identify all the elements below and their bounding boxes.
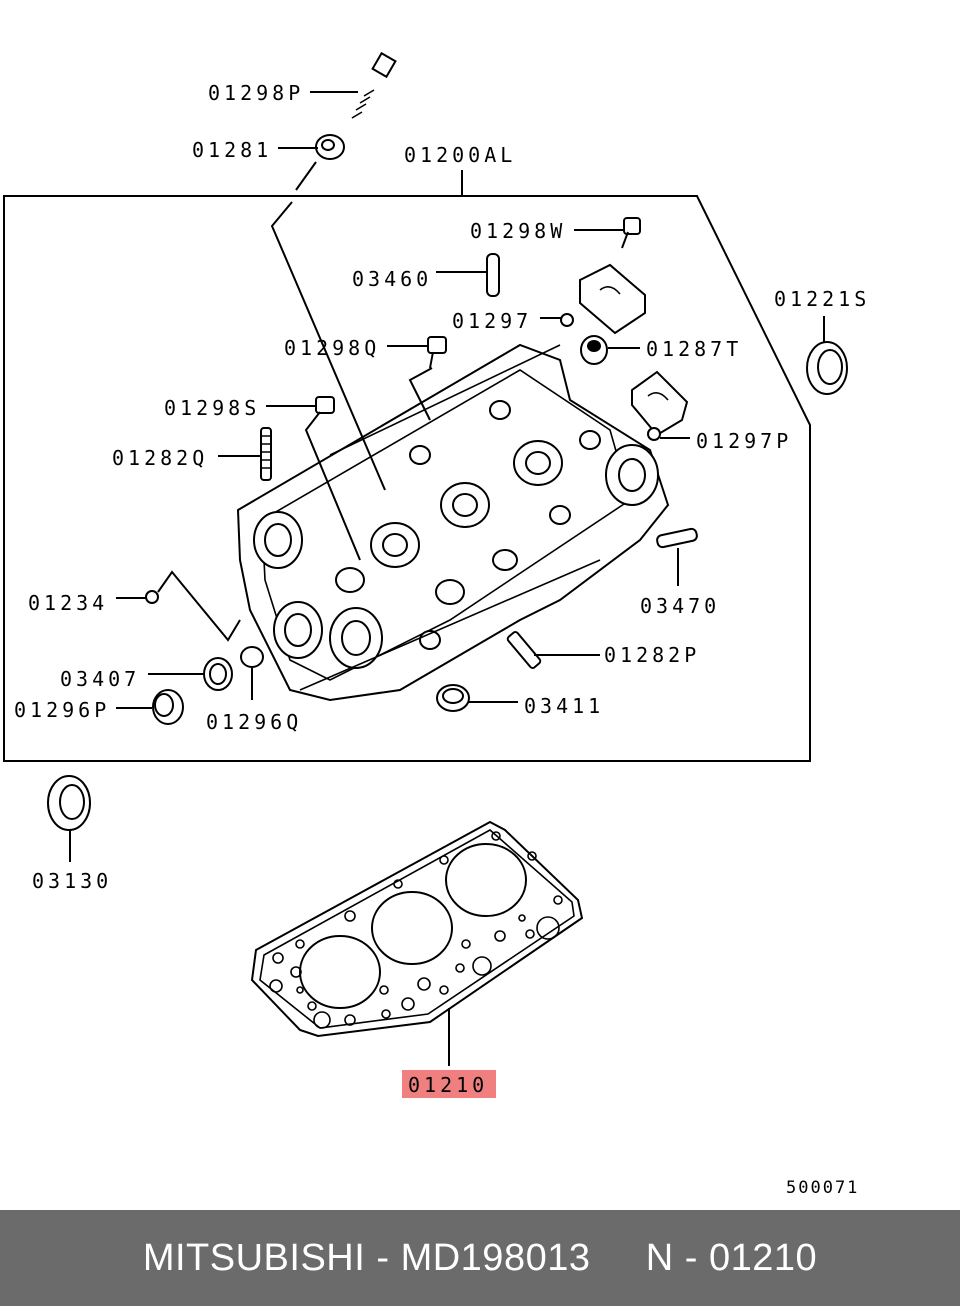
cap-01296Q xyxy=(240,646,264,668)
highlight-box xyxy=(402,1070,496,1098)
bolt-01298W xyxy=(621,217,641,249)
bearing-cap-lower xyxy=(631,370,689,437)
diagram-code: 500071 xyxy=(786,1178,859,1198)
label-01298Q[interactable]: 01298Q xyxy=(284,336,380,360)
label-01298S[interactable]: 01298S xyxy=(164,396,260,420)
label-03407[interactable]: 03407 xyxy=(60,667,140,691)
label-01282P[interactable]: 01282P xyxy=(604,643,700,667)
seal-01221S xyxy=(806,341,848,395)
washer-01281 xyxy=(315,134,345,160)
seal-03407 xyxy=(203,657,233,691)
bolt-01298S xyxy=(315,396,335,414)
footer-bar: MITSUBISHI - MD198013 N - 01210 xyxy=(0,1210,960,1306)
seal-03411 xyxy=(436,684,470,712)
label-01296P[interactable]: 01296P xyxy=(14,698,110,722)
label-01200AL[interactable]: 01200AL xyxy=(404,143,516,167)
plug-01287T xyxy=(580,335,608,365)
bolt-01298P xyxy=(349,51,397,120)
label-01298W[interactable]: 01298W xyxy=(470,219,566,243)
label-01297[interactable]: 01297 xyxy=(452,309,532,333)
parts-diagram: 01298P 01281 01200AL 01298W 03460 01221S… xyxy=(3,51,870,1198)
pin-03460 xyxy=(486,253,500,297)
label-01297P[interactable]: 01297P xyxy=(696,429,792,453)
cylinder-head-drawing xyxy=(236,343,670,702)
label-01221S[interactable]: 01221S xyxy=(774,287,870,311)
leader-lines xyxy=(69,91,825,1066)
label-01210[interactable]: 01210 xyxy=(408,1073,488,1097)
bearing-cap-upper xyxy=(579,263,646,335)
label-03130[interactable]: 03130 xyxy=(32,869,112,893)
label-03470[interactable]: 03470 xyxy=(640,594,720,618)
label-03411[interactable]: 03411 xyxy=(524,694,604,718)
label-01298P[interactable]: 01298P xyxy=(208,81,304,105)
seal-01296P xyxy=(152,689,184,725)
part-number-caption: MITSUBISHI - MD198013 N - 01210 xyxy=(142,1236,818,1279)
pin-03470 xyxy=(656,527,698,549)
label-01296Q[interactable]: 01296Q xyxy=(206,710,302,734)
label-01281[interactable]: 01281 xyxy=(192,138,272,162)
stud-01282Q xyxy=(260,427,272,481)
label-01234[interactable]: 01234 xyxy=(28,591,108,615)
assembly-frame xyxy=(3,195,811,762)
label-01282Q[interactable]: 01282Q xyxy=(112,446,208,470)
dowel-01297 xyxy=(560,313,574,327)
bolt-01298Q xyxy=(427,336,447,369)
head-gasket-drawing xyxy=(250,820,584,1038)
part-labels: 01298P 01281 01200AL 01298W 03460 01221S… xyxy=(14,81,870,1198)
seal-03130 xyxy=(47,775,91,831)
plug-01234 xyxy=(145,590,159,604)
dowel-01297P xyxy=(647,427,661,441)
label-01287T[interactable]: 01287T xyxy=(646,337,742,361)
label-03460[interactable]: 03460 xyxy=(352,267,432,291)
stud-01282P xyxy=(506,631,542,669)
